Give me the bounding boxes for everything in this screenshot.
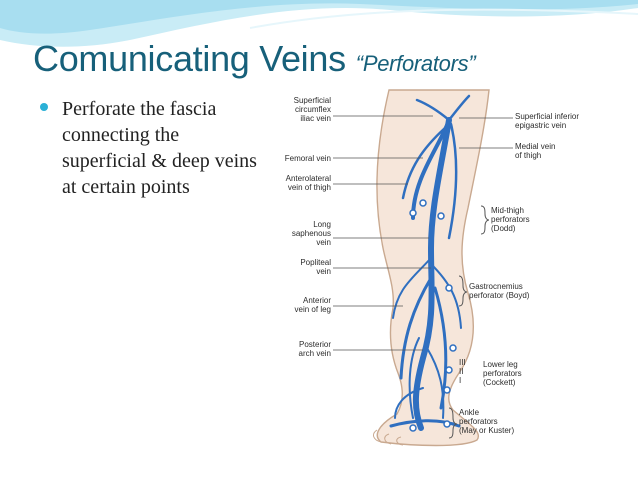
label-medial-thigh: Medial vein of thigh: [515, 142, 556, 160]
perforator-markers: [409, 199, 457, 432]
anterolateral-vein: [401, 126, 447, 200]
toes: [373, 429, 404, 446]
label-braces: [448, 205, 490, 439]
bullet-list: Perforate the fascia connecting the supe…: [40, 96, 265, 200]
medial-thigh-vein: [447, 122, 458, 240]
label-boyd: Gastrocnemius perforator (Boyd): [469, 282, 530, 300]
bullet-dot-icon: [40, 103, 48, 111]
label-superficial-epigastric: Superficial inferior epigastric vein: [515, 112, 580, 130]
label-cockett-numerals: III II I: [459, 358, 466, 385]
label-dodd: Mid-thigh perforators (Dodd): [491, 206, 530, 233]
leg-vein-diagram: Superficial circumflex iliac vein Femora…: [263, 88, 618, 457]
label-anterolateral: Anterolateral vein of thigh: [285, 174, 331, 192]
label-cockett: Lower leg perforators (Cockett): [483, 360, 522, 387]
label-anterior-leg: Anterior vein of leg: [294, 296, 331, 314]
slide-title: Comunicating Veins “Perforators”: [33, 38, 476, 80]
header-wave-decoration: [0, 0, 638, 47]
anterior-leg-vein: [399, 276, 433, 380]
leg-branches: [394, 337, 445, 419]
label-popliteal: Popliteal vein: [300, 258, 331, 276]
label-superficial-circumflex: Superficial circumflex iliac vein: [293, 96, 331, 123]
foot-arch-vein: [389, 419, 461, 428]
leader-lines: [333, 115, 513, 351]
label-posterior-arch: Posterior arch vein: [298, 340, 331, 358]
label-ankle: Ankle perforators (May or Kuster): [459, 408, 515, 435]
leg-illustration: [333, 89, 513, 447]
title-italic: “Perforators”: [355, 51, 476, 76]
label-long-saphenous: Long saphenous vein: [291, 220, 331, 247]
label-femoral-vein: Femoral vein: [284, 154, 331, 163]
popliteal-branches: [392, 257, 462, 329]
bullet-item: Perforate the fascia connecting the supe…: [62, 98, 257, 198]
title-main: Comunicating Veins: [33, 38, 346, 79]
superficial-epigastric: [415, 94, 471, 122]
